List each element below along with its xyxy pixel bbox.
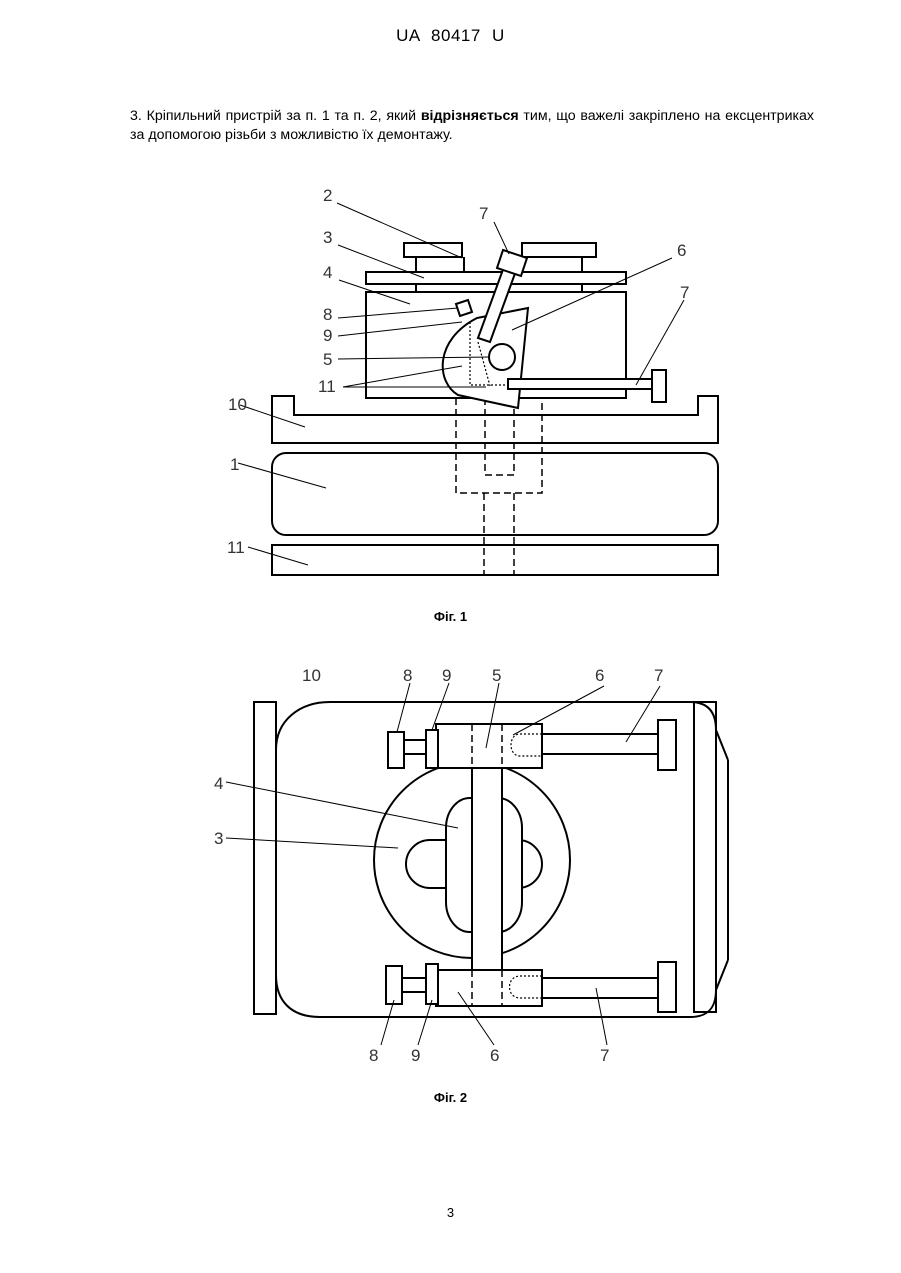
fig2-label-6-bottom: 6	[490, 1046, 499, 1065]
fig1-label-11-lower: 11	[227, 538, 245, 557]
fig2-label-10: 10	[302, 666, 321, 685]
fig1-label-9: 9	[323, 326, 332, 345]
fig1-label-10: 10	[228, 395, 247, 414]
fig1-label-8: 8	[323, 305, 332, 324]
fig1-label-11-upper: 11	[318, 377, 336, 396]
fig2-label-9-top: 9	[442, 666, 451, 685]
fig1-label-6: 6	[677, 241, 686, 260]
fig2-label-4: 4	[214, 774, 223, 793]
fig2-label-9-bottom: 9	[411, 1046, 420, 1065]
figure-2-caption: Фіг. 2	[0, 1090, 901, 1105]
fig2-label-5: 5	[492, 666, 501, 685]
fig2-label-6-top: 6	[595, 666, 604, 685]
fig2-label-8-top: 8	[403, 666, 412, 685]
fig1-label-1: 1	[230, 455, 239, 474]
fig2-label-7-top: 7	[654, 666, 663, 685]
fig1-label-7-top: 7	[479, 204, 488, 223]
fig1-label-7-right: 7	[680, 283, 689, 302]
fig1-label-4: 4	[323, 263, 332, 282]
fig1-label-2: 2	[323, 186, 332, 205]
fig2-label-7-bottom: 7	[600, 1046, 609, 1065]
fig2-label-8-bottom: 8	[369, 1046, 378, 1065]
fig2-label-3: 3	[214, 829, 223, 848]
fig1-label-5: 5	[323, 350, 332, 369]
figure-1-caption: Фіг. 1	[0, 609, 901, 624]
fig1-label-3: 3	[323, 228, 332, 247]
figure-1-drawing: 2 7 3 6 4 7 8 9 5 11 10 1 11	[0, 0, 901, 620]
page-number: 3	[0, 1205, 901, 1220]
